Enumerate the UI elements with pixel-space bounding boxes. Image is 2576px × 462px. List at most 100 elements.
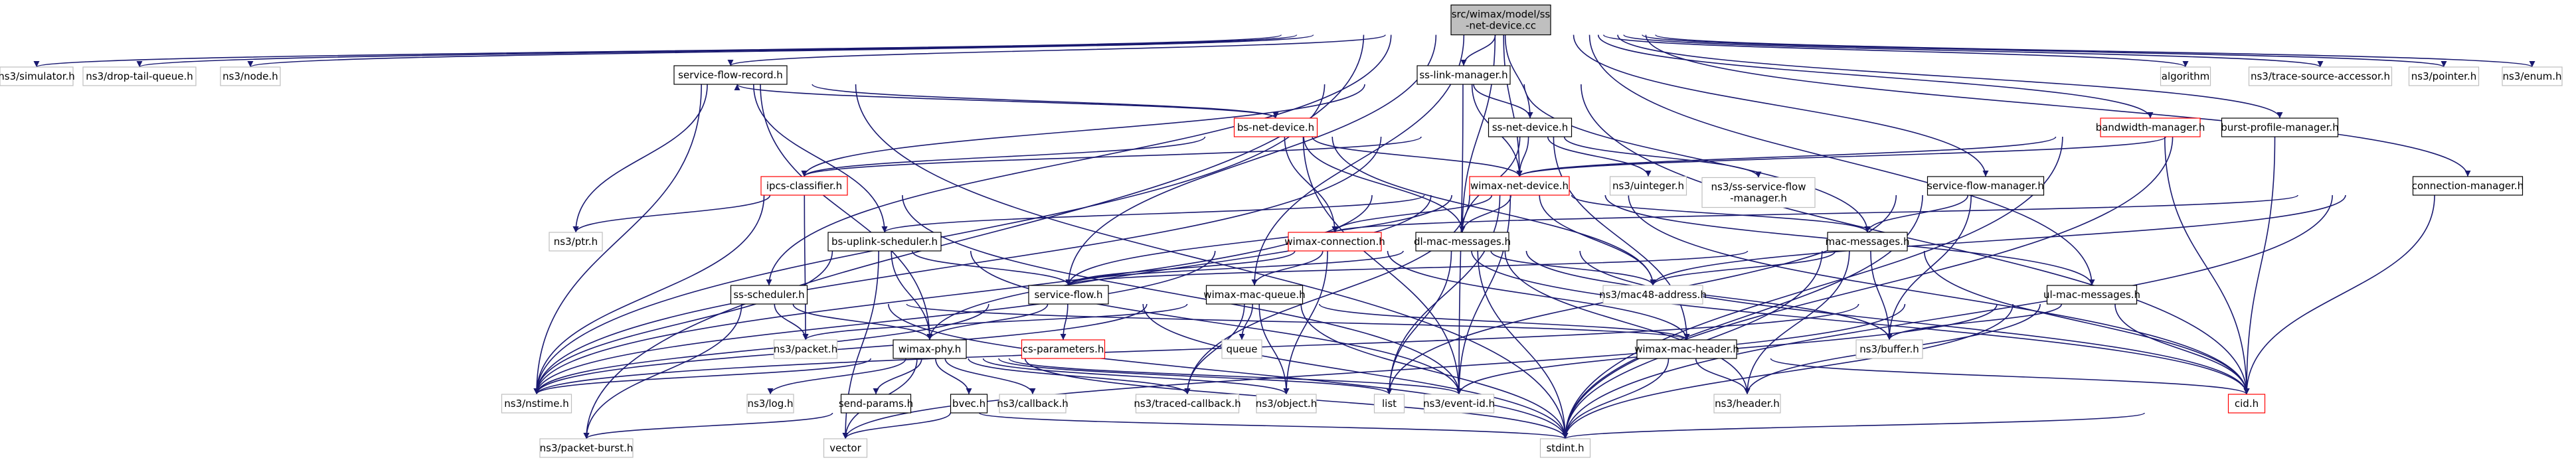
node-box-callback[interactable] xyxy=(999,394,1067,414)
node-box-header[interactable] xyxy=(1713,394,1781,414)
node-box-bsnd[interactable] xyxy=(1233,117,1318,137)
node-wnd[interactable]: wimax-net-device.h xyxy=(1469,176,1570,196)
node-box-sssfm[interactable] xyxy=(1701,177,1816,208)
node-header[interactable]: ns3/header.h xyxy=(1713,394,1781,414)
node-box-sendp[interactable] xyxy=(840,394,912,414)
node-sendp[interactable]: send-params.h xyxy=(839,394,913,414)
node-box-sf[interactable] xyxy=(1028,285,1109,305)
node-box-packet[interactable] xyxy=(773,339,838,359)
node-box-root[interactable] xyxy=(1450,4,1551,36)
node-sfr[interactable]: service-flow-record.h xyxy=(673,65,788,85)
node-callback[interactable]: ns3/callback.h xyxy=(997,394,1069,414)
node-box-cid[interactable] xyxy=(2227,394,2266,414)
node-box-ulmac[interactable] xyxy=(2046,285,2138,305)
node-cm[interactable]: connection-manager.h xyxy=(2412,176,2524,196)
node-box-dlmac[interactable] xyxy=(1415,232,1509,252)
node-box-eventid[interactable] xyxy=(1423,394,1495,414)
node-cid[interactable]: cid.h xyxy=(2227,394,2266,414)
node-box-object[interactable] xyxy=(1256,394,1317,414)
node-queue[interactable]: queue xyxy=(1221,339,1262,359)
node-box-sfr[interactable] xyxy=(673,65,788,85)
node-box-nstime[interactable] xyxy=(501,394,572,414)
node-bsus[interactable]: bs-uplink-scheduler.h xyxy=(827,232,942,252)
node-box-log[interactable] xyxy=(746,394,794,414)
node-ssl[interactable]: ss-link-manager.h xyxy=(1417,65,1511,85)
node-nstime[interactable]: ns3/nstime.h xyxy=(501,394,572,414)
node-box-node[interactable] xyxy=(220,66,281,86)
node-uinteger[interactable]: ns3/uinteger.h xyxy=(1609,176,1687,196)
node-box-wconn[interactable] xyxy=(1288,232,1382,252)
node-box-stdint[interactable] xyxy=(1539,438,1591,458)
node-box-ssnd[interactable] xyxy=(1488,117,1573,137)
node-sf[interactable]: service-flow.h xyxy=(1028,285,1109,305)
node-box-buffer[interactable] xyxy=(1855,339,1923,359)
node-box-pburst[interactable] xyxy=(539,438,634,458)
node-root[interactable]: src/wimax/model/ss-net-device.cc xyxy=(1450,4,1551,36)
node-wconn[interactable]: wimax-connection.h xyxy=(1284,232,1385,252)
node-eventid[interactable]: ns3/event-id.h xyxy=(1423,394,1495,414)
node-vector[interactable]: vector xyxy=(823,438,868,458)
node-stdint[interactable]: stdint.h xyxy=(1539,438,1591,458)
node-simulator[interactable]: ns3/simulator.h xyxy=(0,66,75,86)
node-box-bsus[interactable] xyxy=(827,232,942,252)
node-box-queue[interactable] xyxy=(1221,339,1262,359)
node-sssfm[interactable]: ns3/ss-service-flow-manager.h xyxy=(1701,177,1816,208)
node-mac48[interactable]: ns3/mac48-address.h xyxy=(1599,285,1707,305)
node-sss[interactable]: ss-scheduler.h xyxy=(730,285,808,305)
node-box-simulator[interactable] xyxy=(0,66,74,86)
node-box-uinteger[interactable] xyxy=(1609,176,1687,196)
node-box-ptr[interactable] xyxy=(549,232,603,252)
node-box-cm[interactable] xyxy=(2412,176,2524,196)
node-buffer[interactable]: ns3/buffer.h xyxy=(1855,339,1923,359)
node-object[interactable]: ns3/object.h xyxy=(1256,394,1317,414)
node-sfm[interactable]: service-flow-manager.h xyxy=(1927,176,2045,196)
node-box-enum[interactable] xyxy=(2502,66,2563,86)
node-enum[interactable]: ns3/enum.h xyxy=(2502,66,2563,86)
node-csparam[interactable]: cs-parameters.h xyxy=(1021,339,1106,359)
node-ipcs[interactable]: ipcs-classifier.h xyxy=(760,176,848,196)
node-pburst[interactable]: ns3/packet-burst.h xyxy=(539,438,634,458)
node-box-ssl[interactable] xyxy=(1417,65,1511,85)
node-wmq[interactable]: wimax-mac-queue.h xyxy=(1203,285,1306,305)
node-box-sss[interactable] xyxy=(730,285,808,305)
node-box-bp[interactable] xyxy=(2221,117,2339,137)
node-droptail[interactable]: ns3/drop-tail-queue.h xyxy=(82,66,197,86)
node-ulmac[interactable]: ul-mac-messages.h xyxy=(2043,285,2140,305)
node-ssnd[interactable]: ss-net-device.h xyxy=(1488,117,1573,137)
node-box-mac48[interactable] xyxy=(1602,285,1703,305)
node-bw[interactable]: bandwidth-manager.h xyxy=(2096,117,2205,137)
node-box-macmsg[interactable] xyxy=(1827,232,1908,252)
node-wphy[interactable]: wimax-phy.h xyxy=(893,339,967,359)
node-wmh[interactable]: wimax-mac-header.h xyxy=(1634,339,1739,359)
node-node[interactable]: ns3/node.h xyxy=(220,66,281,86)
node-box-vector[interactable] xyxy=(823,438,868,458)
node-box-wmq[interactable] xyxy=(1205,285,1304,305)
node-box-algorithm[interactable] xyxy=(2160,66,2211,86)
node-box-bw[interactable] xyxy=(2100,117,2201,137)
node-bp[interactable]: burst-profile-manager.h xyxy=(2221,117,2339,137)
node-box-ipcs[interactable] xyxy=(760,176,848,196)
node-packet[interactable]: ns3/packet.h xyxy=(773,339,838,359)
node-algorithm[interactable]: algorithm xyxy=(2160,66,2211,86)
node-traced[interactable]: ns3/traced-callback.h xyxy=(1134,394,1241,414)
node-pointer[interactable]: ns3/pointer.h xyxy=(2408,66,2480,86)
node-box-list[interactable] xyxy=(1373,394,1405,414)
node-box-wphy[interactable] xyxy=(893,339,967,359)
node-log[interactable]: ns3/log.h xyxy=(746,394,794,414)
node-bvec[interactable]: bvec.h xyxy=(950,394,988,414)
node-box-bvec[interactable] xyxy=(950,394,988,414)
node-box-sfm[interactable] xyxy=(1927,176,2045,196)
node-box-droptail[interactable] xyxy=(82,66,197,86)
node-box-tsa[interactable] xyxy=(2248,66,2393,86)
node-list[interactable]: list xyxy=(1373,394,1405,414)
node-bsnd[interactable]: bs-net-device.h xyxy=(1233,117,1318,137)
node-box-traced[interactable] xyxy=(1135,394,1240,414)
node-ptr[interactable]: ns3/ptr.h xyxy=(549,232,603,252)
node-box-csparam[interactable] xyxy=(1021,339,1106,359)
node-box-wmh[interactable] xyxy=(1636,339,1737,359)
node-macmsg[interactable]: mac-messages.h xyxy=(1826,232,1910,252)
node-tsa[interactable]: ns3/trace-source-accessor.h xyxy=(2248,66,2393,86)
node-dlmac[interactable]: dl-mac-messages.h xyxy=(1414,232,1511,252)
node-box-wnd[interactable] xyxy=(1469,176,1570,196)
node-box-pointer[interactable] xyxy=(2408,66,2480,86)
